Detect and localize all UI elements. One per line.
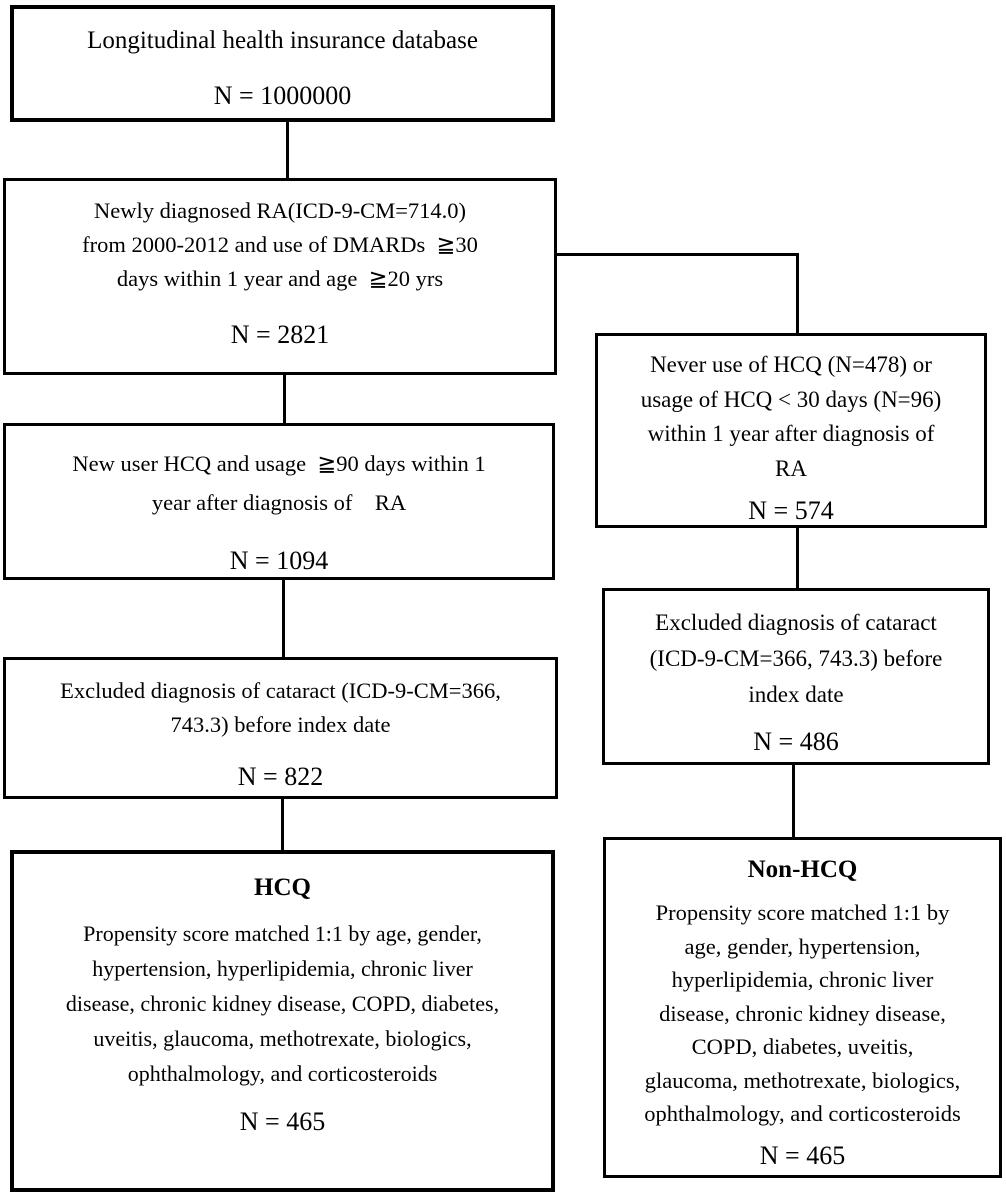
box-excluded-cataract-hcq-text: Excluded diagnosis of cataract (ICD-9-CM… bbox=[60, 678, 501, 737]
box-database-count: N = 1000000 bbox=[213, 81, 352, 110]
connector-new-user-hcq-to-excluded bbox=[282, 579, 285, 658]
connector-database-to-ra bbox=[286, 122, 289, 179]
box-hcq-matched-text: Propensity score matched 1:1 by age, gen… bbox=[65, 921, 500, 1086]
connector-excluded-to-nonhcq-matched bbox=[792, 764, 795, 838]
box-excluded-cataract-nonhcq-count: N = 486 bbox=[753, 727, 839, 756]
connector-ra-branch-vertical bbox=[796, 253, 799, 334]
box-never-use-hcq-text: Never use of HCQ (N=478) or usage of HCQ… bbox=[640, 352, 942, 481]
box-hcq-matched: HCQ Propensity score matched 1:1 by age,… bbox=[10, 850, 555, 1192]
box-new-user-hcq-count: N = 1094 bbox=[229, 546, 329, 575]
box-nonhcq-matched-title: Non-HCQ bbox=[747, 856, 858, 883]
connector-ra-to-new-user-hcq bbox=[283, 374, 286, 424]
box-excluded-cataract-nonhcq-text: Excluded diagnosis of cataract (ICD-9-CM… bbox=[649, 610, 943, 707]
box-nonhcq-matched-text: Propensity score matched 1:1 by age, gen… bbox=[644, 900, 961, 1126]
box-hcq-matched-title: HCQ bbox=[254, 874, 311, 901]
box-hcq-matched-count: N = 465 bbox=[239, 1107, 326, 1136]
box-database: Longitudinal health insurance database N… bbox=[10, 5, 555, 122]
box-new-user-hcq: New user HCQ and usage ≧90 days within 1… bbox=[3, 423, 555, 580]
box-excluded-cataract-nonhcq: Excluded diagnosis of cataract (ICD-9-CM… bbox=[602, 588, 990, 765]
box-database-text: Longitudinal health insurance database bbox=[87, 27, 478, 54]
box-newly-diagnosed-ra-count: N = 2821 bbox=[230, 320, 330, 349]
box-nonhcq-matched: Non-HCQ Propensity score matched 1:1 by … bbox=[603, 837, 1002, 1178]
connector-excluded-to-hcq-matched bbox=[281, 797, 284, 851]
box-excluded-cataract-hcq-count: N = 822 bbox=[237, 762, 324, 791]
box-never-use-hcq-count: N = 574 bbox=[748, 496, 834, 525]
box-newly-diagnosed-ra-text: Newly diagnosed RA(ICD-9-CM=714.0) from … bbox=[82, 198, 478, 291]
box-new-user-hcq-text: New user HCQ and usage ≧90 days within 1… bbox=[72, 451, 486, 515]
box-nonhcq-matched-count: N = 465 bbox=[759, 1140, 846, 1170]
box-excluded-cataract-hcq: Excluded diagnosis of cataract (ICD-9-CM… bbox=[3, 657, 558, 799]
connector-never-use-to-excluded bbox=[796, 527, 799, 589]
box-never-use-hcq: Never use of HCQ (N=478) or usage of HCQ… bbox=[595, 333, 987, 528]
box-newly-diagnosed-ra: Newly diagnosed RA(ICD-9-CM=714.0) from … bbox=[3, 178, 557, 375]
connector-ra-branch-horizontal bbox=[557, 253, 799, 256]
